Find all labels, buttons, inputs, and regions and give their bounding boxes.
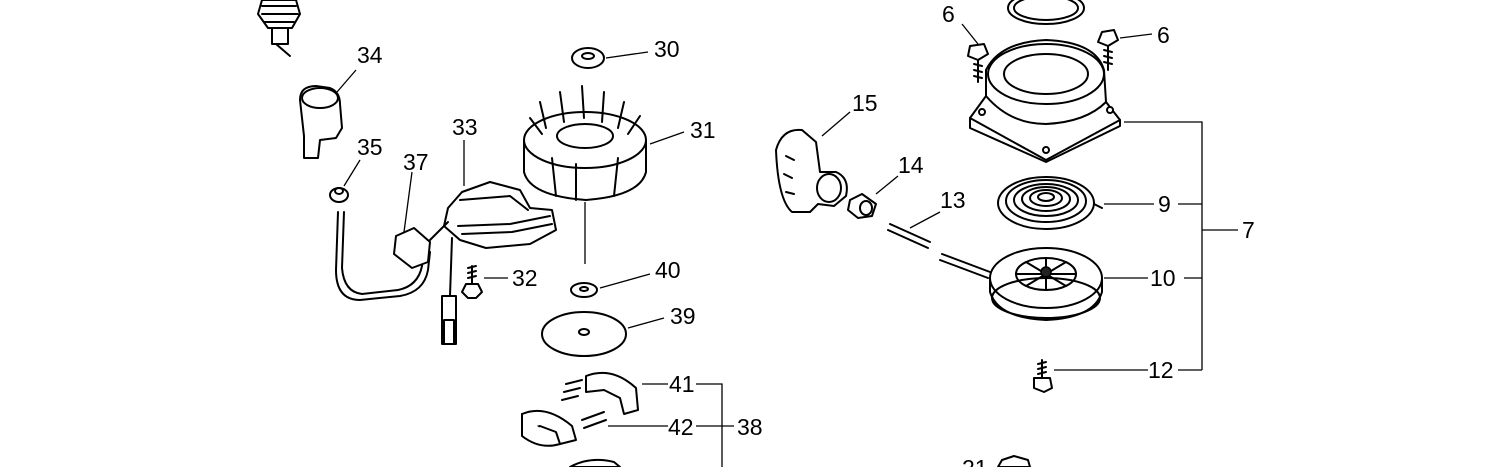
callout-41: 41 <box>669 371 695 397</box>
flywheel-31 <box>523 85 685 264</box>
screw-32 <box>461 265 508 299</box>
callout-42: 42 <box>668 414 694 440</box>
starter-rope-13 <box>887 211 991 279</box>
callout-35: 35 <box>357 134 383 160</box>
recoil-spring-9 <box>997 176 1202 230</box>
spark-plug <box>257 0 301 57</box>
ignition-coil-33 <box>429 140 557 345</box>
callout-40: 40 <box>655 257 681 283</box>
washer-30 <box>571 47 649 69</box>
grommet-35 <box>329 159 361 203</box>
callout-33: 33 <box>452 114 478 140</box>
part-21 <box>997 455 1031 467</box>
screw-6-right <box>1097 29 1153 71</box>
plate-39 <box>541 311 665 357</box>
spark-plug-cap-34 <box>299 69 357 159</box>
callout-7: 7 <box>1242 217 1255 243</box>
callout-38: 38 <box>737 414 763 440</box>
high-tension-lead-37 <box>335 171 431 301</box>
callout-30: 30 <box>654 36 680 62</box>
callout-10: 10 <box>1150 265 1176 291</box>
callout-37: 37 <box>403 149 429 175</box>
clutch-shoe-41 <box>561 372 723 467</box>
callout-12: 12 <box>1148 357 1174 383</box>
callout-6-left: 6 <box>942 1 955 27</box>
callout-21: 21 <box>962 455 988 467</box>
callout-6-right: 6 <box>1157 22 1170 48</box>
clutch-shoe-42 <box>521 410 734 467</box>
callout-34: 34 <box>357 42 383 68</box>
callout-15: 15 <box>852 90 878 116</box>
callout-14: 14 <box>898 152 924 178</box>
starter-handle-15 <box>775 111 851 213</box>
callout-32: 32 <box>512 265 538 291</box>
screw-6-left <box>961 23 989 83</box>
washer-40 <box>570 273 651 298</box>
screw-12 <box>1033 359 1202 393</box>
callout-13: 13 <box>940 187 966 213</box>
bushing-14 <box>847 175 899 219</box>
callout-9: 9 <box>1158 191 1171 217</box>
starter-case <box>969 0 1203 370</box>
callout-39: 39 <box>670 303 696 329</box>
rope-reel-10 <box>989 247 1202 321</box>
callout-31: 31 <box>690 117 716 143</box>
